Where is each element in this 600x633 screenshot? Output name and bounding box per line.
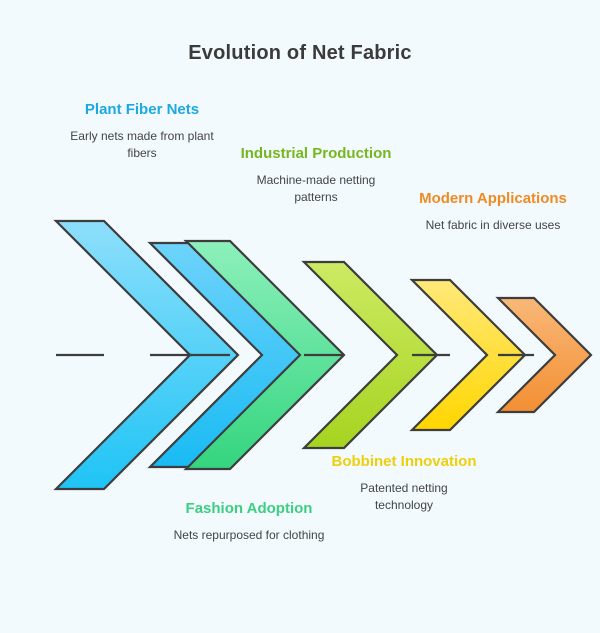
stage-description: Early nets made from plant fibers <box>70 128 214 160</box>
stage-description: Patented netting technology <box>360 480 448 512</box>
stage-description: Machine-made netting patterns <box>256 172 376 204</box>
stage-label-industrial-production[interactable]: Industrial Production Machine-made netti… <box>240 144 392 206</box>
chevron-yellowgreen[interactable] <box>301 260 439 450</box>
stage-title: Modern Applications <box>419 190 567 207</box>
stage-title: Fashion Adoption <box>185 500 313 517</box>
stage-title: Industrial Production <box>240 145 392 162</box>
stage-title: Plant Fiber Nets <box>84 101 200 118</box>
stage-label-bobbinet-innovation[interactable]: Bobbinet Innovation Patented netting tec… <box>330 452 478 514</box>
stage-label-plant-fiber-nets[interactable]: Plant Fiber Nets Early nets made from pl… <box>62 100 222 162</box>
stage-title: Bobbinet Innovation <box>331 453 477 470</box>
chevron-orange[interactable] <box>495 296 593 414</box>
page-title: Evolution of Net Fabric <box>188 42 412 64</box>
stage-description: Net fabric in diverse uses <box>425 217 561 232</box>
stage-label-fashion-adoption[interactable]: Fashion Adoption Nets repurposed for clo… <box>160 499 338 544</box>
stage-description: Nets repurposed for clothing <box>173 527 325 542</box>
stage-label-modern-applications[interactable]: Modern Applications Net fabric in divers… <box>404 189 582 234</box>
